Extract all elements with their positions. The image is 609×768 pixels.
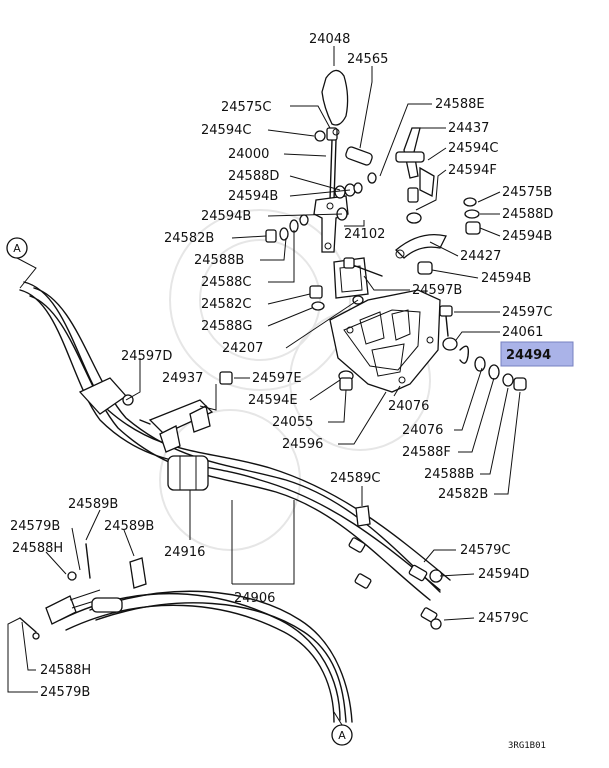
part-labels: 24048 24565 24588E 24575C 24437 24594C 2… xyxy=(10,32,553,700)
clip-24589C xyxy=(355,505,371,527)
label-24597E: 24597E xyxy=(252,371,302,386)
bushing-24565 xyxy=(345,146,373,166)
label-24594B-4: 24594B xyxy=(481,271,531,286)
label-24582B-right: 24582B xyxy=(438,487,488,502)
label-24579C-a: 24579C xyxy=(460,543,510,558)
label-24588E: 24588E xyxy=(435,97,485,112)
label-24588H-a: 24588H xyxy=(12,541,63,556)
label-24588D-left: 24588D xyxy=(228,169,279,184)
cable-bracket-24937 xyxy=(139,399,214,453)
label-24906: 24906 xyxy=(234,591,275,606)
label-24055: 24055 xyxy=(272,415,313,430)
label-24589C: 24589C xyxy=(330,471,380,486)
bolt-24597B xyxy=(343,257,383,277)
label-24076-b: 24076 xyxy=(402,423,443,438)
label-24916: 24916 xyxy=(164,545,205,560)
select-lever-24427 xyxy=(395,233,447,275)
leader-lines xyxy=(7,46,521,693)
label-24427: 24427 xyxy=(460,249,501,264)
shift-lever-arm-24437 xyxy=(395,127,435,224)
svg-text:A: A xyxy=(338,729,346,742)
svg-text:A: A xyxy=(13,242,21,255)
label-24588B-left: 24588B xyxy=(194,253,244,268)
label-24579B-b: 24579B xyxy=(40,685,90,700)
label-24594B-3: 24594B xyxy=(502,229,552,244)
label-24588F: 24588F xyxy=(402,445,451,460)
label-24579C-b: 24579C xyxy=(478,611,528,626)
label-24000: 24000 xyxy=(228,147,269,162)
label-24048: 24048 xyxy=(309,32,350,47)
watermark xyxy=(159,209,431,551)
cable-ends-right xyxy=(348,537,443,630)
clips-24589B-24579B xyxy=(67,543,147,589)
bolt-24597C xyxy=(439,305,453,337)
shift-base-24076 xyxy=(329,289,441,393)
bracket-24597D xyxy=(78,377,134,415)
label-24597D: 24597D xyxy=(121,349,172,364)
grommet-24916 xyxy=(167,455,209,491)
label-24594B-1: 24594B xyxy=(228,189,278,204)
label-24494: 24494 xyxy=(506,348,551,363)
connector-a-top: A xyxy=(6,237,37,289)
right-washers-24588F-24588B-24582B xyxy=(474,356,527,391)
lever-rod-24000 xyxy=(326,127,338,201)
label-24437: 24437 xyxy=(448,121,489,136)
left-washers-24582B-24588B-24588C xyxy=(265,214,309,243)
label-24579B-a: 24579B xyxy=(10,519,60,534)
label-24594D: 24594D xyxy=(478,567,529,582)
label-24588G: 24588G xyxy=(201,319,252,334)
lever-bracket-24102 xyxy=(313,195,349,253)
label-24588D-right: 24588D xyxy=(502,207,553,222)
cable-end-lower-left xyxy=(19,589,123,640)
label-24594C-left: 24594C xyxy=(201,123,251,138)
label-24575B: 24575B xyxy=(502,185,552,200)
label-24565: 24565 xyxy=(347,52,388,67)
label-24207: 24207 xyxy=(222,341,263,356)
label-24594F: 24594F xyxy=(448,163,497,178)
label-24061: 24061 xyxy=(502,325,543,340)
label-24597B: 24597B xyxy=(412,283,462,298)
label-24588H-b: 24588H xyxy=(40,663,91,678)
label-24102: 24102 xyxy=(344,227,385,242)
label-24582C: 24582C xyxy=(201,297,251,312)
label-24594E: 24594E xyxy=(248,393,298,408)
bolt-24597E xyxy=(219,371,233,385)
lower-cables xyxy=(59,590,353,723)
label-24594C-right: 24594C xyxy=(448,141,498,156)
label-24076-a: 24076 xyxy=(388,399,429,414)
label-24596: 24596 xyxy=(282,437,323,452)
label-24575C: 24575C xyxy=(221,100,271,115)
bushing-24594E-24055 xyxy=(338,370,354,391)
label-24589B-a: 24589B xyxy=(68,497,118,512)
label-24588C: 24588C xyxy=(201,275,251,290)
label-24588B-right: 24588B xyxy=(424,467,474,482)
reference-code: 3RG1B01 xyxy=(508,741,546,751)
label-24589B-b: 24589B xyxy=(104,519,154,534)
label-24597C: 24597C xyxy=(502,305,552,320)
label-24937: 24937 xyxy=(162,371,203,386)
shift-knob-24048 xyxy=(321,69,349,126)
label-24594B-2: 24594B xyxy=(201,209,251,224)
highlight-24494 xyxy=(500,341,574,367)
connector-a-bottom: A xyxy=(331,711,353,746)
label-24582B-left: 24582B xyxy=(164,231,214,246)
right-washers-24575B-24588D-24594B xyxy=(463,197,481,235)
pin-24061-spring-24494 xyxy=(442,337,470,364)
